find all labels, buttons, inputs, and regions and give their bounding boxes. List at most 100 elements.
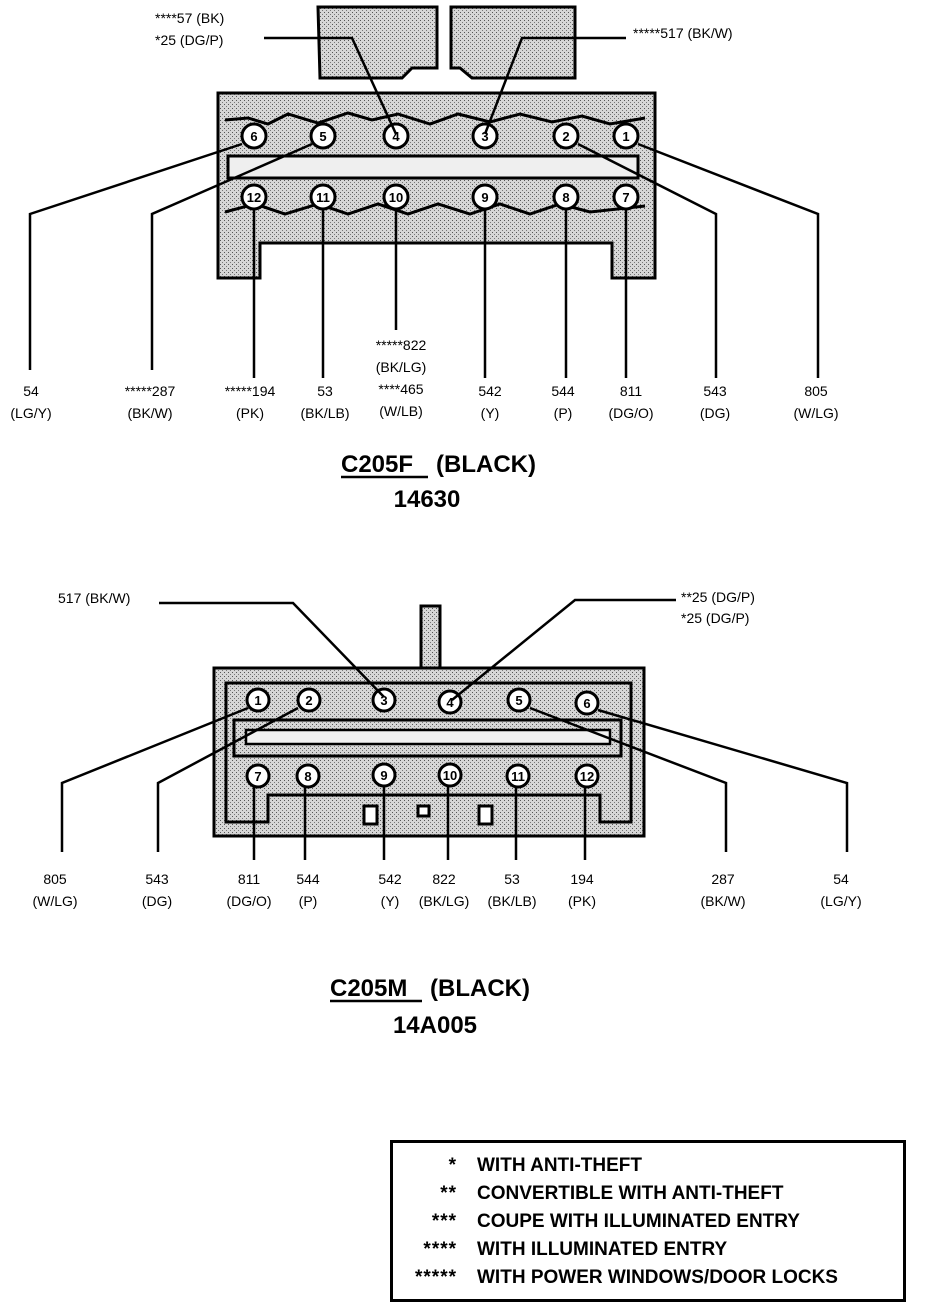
c205f-lock-tab-right [449,5,577,80]
pin-number: 2 [305,693,312,708]
legend-symbol: * [448,1155,457,1176]
wire-label-line: 542 [478,383,502,399]
pin-circle [296,687,322,713]
wire-label-line: (P) [554,405,573,421]
c205f-title-block: C205F (BLACK) 14630 [341,451,536,513]
pin-number: 8 [562,190,569,205]
c205m-callout-left: 517 (BK/W) [58,590,130,606]
c205f-callout-left-line2: *25 (DG/P) [155,32,223,48]
c205m-post [419,604,442,670]
c205m-label-pin-12: 194 (PK) [568,871,596,909]
wire-label-line: (BK/LB) [487,893,536,909]
pin-number: 7 [622,190,629,205]
c205m-color: (BLACK) [430,975,530,1002]
wire-label-line: (DG) [142,893,172,909]
pin-number: 1 [254,693,261,708]
legend-text: WITH POWER WINDOWS/DOOR LOCKS [477,1267,838,1288]
wire-label-line: 194 [570,871,594,887]
pin-circle [552,122,580,150]
wire-label-line: (P) [299,893,318,909]
c205m-name: C205M [330,975,407,1002]
pin-circle [245,763,271,789]
c205f-wire-labels: 54(LG/Y)*****287(BK/W)*****194(PK)53(BK/… [10,337,838,421]
wire-label-line: (DG) [700,405,730,421]
connector-c205m [212,604,646,838]
wire-label-line: 287 [711,871,735,887]
c205m-callout-right-line2: *25 (DG/P) [681,610,749,626]
c205f-pin-2: 2 [552,122,580,150]
pin-circle [506,687,532,713]
pin-circle [245,687,271,713]
connector-c205f [216,5,657,280]
c205f-pin-9: 9 [471,183,499,211]
pin-number: 12 [247,190,261,205]
c205f-color: (BLACK) [436,451,536,478]
c205f-label-pin-5: *****287 (BK/W) [125,383,176,421]
c205f-pin-1: 1 [612,122,640,150]
legend-symbol: *** [431,1211,457,1232]
pin-number: 3 [481,129,488,144]
c205m-pin-11: 11 [505,763,531,789]
wire-label-line: (BK/LG) [376,359,427,375]
c205m-label-pin-7: 811(DG/O) [226,871,271,909]
c205f-pin-7: 7 [612,183,640,211]
c205f-pin-6: 6 [240,122,268,150]
pin-circle [471,122,499,150]
wire-label-line: (BK/W) [700,893,745,909]
legend-row: ***** WITH POWER WINDOWS/DOOR LOCKS [393,1267,903,1295]
wire-label-line: (PK) [568,893,596,909]
c205m-title-block: C205M (BLACK) 14A005 [330,975,530,1039]
c205m-latch-bar-outer [232,718,623,758]
wire-label-line: 544 [296,871,320,887]
c205f-name: C205F [341,451,413,478]
wire-label-line: 53 [504,871,520,887]
c205m-label-pin-10: 822(BK/LG) [419,871,470,909]
pin-number: 4 [446,695,454,710]
legend-row: * WITH ANTI-THEFT [393,1155,903,1183]
wire-label-line: 54 [833,871,849,887]
c205f-pin-8: 8 [552,183,580,211]
wire-label-line: (BK/W) [127,405,172,421]
pin-circle [295,763,321,789]
legend-row: ** CONVERTIBLE WITH ANTI-THEFT [393,1183,903,1211]
c205f-label-pin-9: 542(Y) [478,383,502,421]
c205m-label-pin-5: 287 (BK/W) [700,871,745,909]
wire-label-line: 54 [23,383,39,399]
c205m-pin-2: 2 [296,687,322,713]
legend-symbol: ***** [415,1267,457,1288]
c205m-pin-9: 9 [371,762,397,788]
wire-label-line: (W/LB) [379,403,423,419]
c205f-leader-pin4 [264,36,398,135]
legend-row: *** COUPE WITH ILLUMINATED ENTRY [393,1211,903,1239]
c205f-callout-left-line1: ****57 (BK) [155,10,224,26]
wire-label-line: 53 [317,383,333,399]
c205m-label-pin-6: 54(LG/Y) [820,871,861,909]
c205m-latch-bar-inner [244,728,612,746]
c205m-tab-left [362,804,379,826]
pin-circle [574,690,600,716]
c205m-pin-1: 1 [245,687,271,713]
pin-circle [574,763,600,789]
pin-number: 6 [583,696,590,711]
pin-number: 2 [562,129,569,144]
legend-row: **** WITH ILLUMINATED ENTRY [393,1239,903,1267]
pin-number: 5 [515,693,522,708]
c205f-label-pin-1: 805(W/LG) [793,383,838,421]
pin-number: 9 [481,190,488,205]
legend-text: COUPE WITH ILLUMINATED ENTRY [477,1211,800,1232]
c205f-label-pin-7: 811(DG/O) [608,383,653,421]
c205m-wires [60,706,849,860]
c205m-pin-7: 7 [245,763,271,789]
pin-circle [240,122,268,150]
c205m-part-number: 14A005 [393,1012,477,1039]
legend-text: WITH ANTI-THEFT [477,1155,642,1176]
pin-number: 10 [443,768,457,783]
c205f-label-pin-2: 543(DG) [700,383,730,421]
c205f-wires [28,142,820,378]
pin-circle [382,122,410,150]
c205f-label-pin-10: *****822(BK/LG)****465(W/LB) [376,337,427,419]
wire-label-line: *****822 [376,337,427,353]
wire-label-line: *****287 [125,383,176,399]
pin-number: 12 [580,769,594,784]
c205m-wire-pin-6 [597,708,849,852]
